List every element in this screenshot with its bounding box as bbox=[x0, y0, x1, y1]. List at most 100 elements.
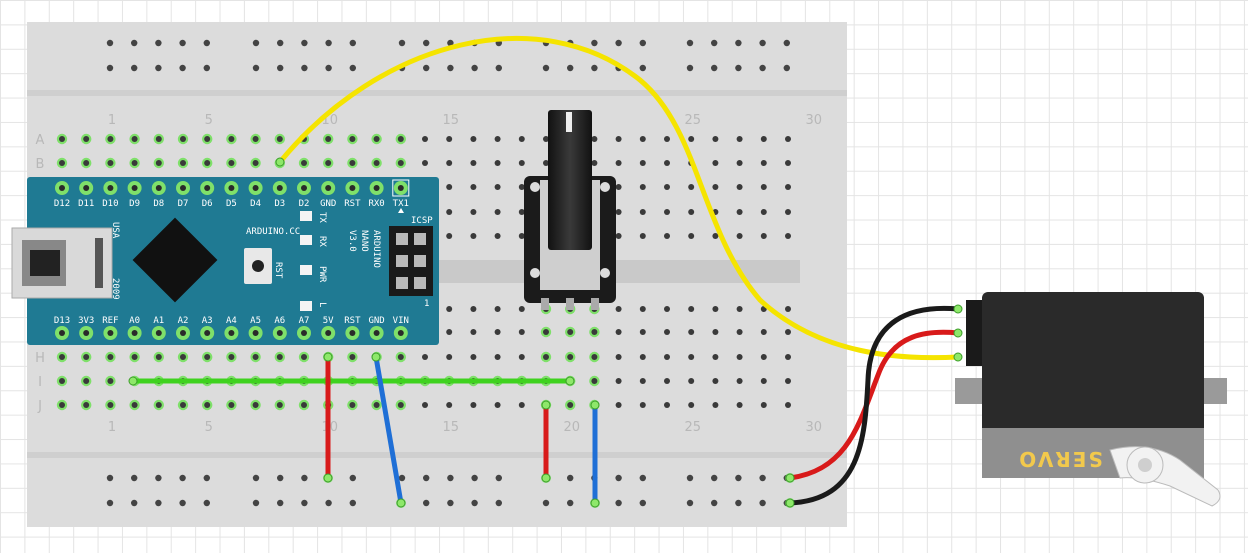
rail-hole bbox=[106, 499, 114, 507]
nano-pin-label-bottom: D13 bbox=[54, 316, 70, 326]
breadboard-hole bbox=[204, 136, 211, 142]
breadboard-hole bbox=[349, 160, 356, 166]
nano-pin-label-top: D12 bbox=[54, 199, 70, 209]
breadboard-hole bbox=[736, 184, 743, 190]
rail-hole bbox=[735, 39, 742, 47]
tx1-pin-marker bbox=[392, 179, 410, 197]
breadboard-hole bbox=[736, 354, 743, 360]
breadboard-hole bbox=[639, 233, 646, 239]
icsp-pins bbox=[396, 233, 426, 289]
rail-hole bbox=[711, 39, 718, 47]
reset-button-cap[interactable] bbox=[252, 260, 264, 272]
breadboard-hole bbox=[59, 402, 65, 408]
rail-hole bbox=[447, 474, 454, 482]
rail-hole bbox=[423, 474, 430, 482]
pot-knob-indicator bbox=[566, 112, 572, 132]
column-number-top: 1 bbox=[108, 113, 116, 128]
nano-pin-label-top: TX1 bbox=[393, 199, 409, 209]
column-number-top: 30 bbox=[806, 113, 823, 128]
wire-end bbox=[323, 473, 333, 483]
breadboard-hole bbox=[446, 136, 453, 142]
rail-hole bbox=[131, 39, 138, 47]
breadboard-hole bbox=[301, 160, 307, 166]
nano-pin-label-bottom: GND bbox=[368, 316, 384, 326]
rail-hole bbox=[759, 474, 766, 482]
servo-motor[interactable]: SERVO bbox=[955, 292, 1227, 507]
rail-hole bbox=[471, 474, 478, 482]
rail-hole bbox=[447, 499, 454, 507]
potentiometer[interactable] bbox=[524, 110, 616, 310]
pot-screw bbox=[600, 268, 610, 278]
nano-pin-hole bbox=[107, 330, 114, 336]
pot-screw bbox=[600, 182, 610, 192]
breadboard-hole bbox=[470, 354, 477, 360]
breadboard-hole bbox=[785, 209, 791, 215]
icsp-pin bbox=[396, 277, 408, 289]
servo-horn-screw bbox=[1138, 458, 1152, 472]
row-letter: H bbox=[35, 351, 45, 366]
breadboard-hole bbox=[591, 136, 598, 142]
rail-hole bbox=[615, 499, 622, 507]
nano-pin-label-top: D11 bbox=[78, 199, 94, 209]
status-led-label: TX bbox=[317, 212, 327, 223]
year-label: 2009 bbox=[110, 278, 120, 300]
breadboard-hole bbox=[760, 354, 767, 360]
rail-hole bbox=[759, 64, 766, 72]
board-name-line: ARDUINO bbox=[371, 230, 381, 268]
breadboard-hole bbox=[615, 233, 622, 239]
breadboard-hole bbox=[228, 402, 235, 408]
rail-hole bbox=[301, 64, 308, 72]
nano-pin-label-top: D5 bbox=[226, 199, 237, 209]
servo-ground-wire[interactable] bbox=[787, 305, 961, 506]
breadboard-hole bbox=[422, 136, 428, 142]
breadboard-hole bbox=[760, 136, 767, 142]
breadboard-hole bbox=[180, 160, 186, 166]
ground-wire-gnd[interactable] bbox=[373, 354, 404, 506]
column-number-bottom: 30 bbox=[806, 420, 823, 435]
signal-wire-d3-to-servo[interactable] bbox=[277, 36, 961, 361]
pot-knob[interactable] bbox=[548, 110, 592, 250]
breadboard-hole bbox=[664, 160, 670, 166]
wire-end bbox=[565, 376, 575, 386]
nano-pin-hole bbox=[131, 330, 138, 336]
breadboard-hole bbox=[83, 136, 90, 142]
wire-end bbox=[396, 498, 406, 508]
breadboard-hole bbox=[422, 160, 428, 166]
nano-pin-hole bbox=[131, 185, 138, 191]
wire-end bbox=[323, 352, 333, 362]
rail-hole bbox=[471, 64, 478, 72]
icsp-pin1-label: 1 bbox=[424, 299, 429, 309]
breadboard-hole bbox=[639, 354, 646, 360]
breadboard-hole bbox=[639, 306, 646, 312]
rail-hole bbox=[686, 39, 694, 47]
rail-hole bbox=[639, 39, 646, 47]
breadboard-hole bbox=[664, 329, 670, 335]
breadboard-hole bbox=[712, 184, 719, 190]
breadboard-hole bbox=[567, 329, 574, 335]
breadboard-hole bbox=[349, 354, 356, 360]
breadboard-hole bbox=[688, 402, 695, 408]
breadboard-hole bbox=[518, 306, 525, 312]
servo-power-wire[interactable] bbox=[787, 329, 961, 481]
nano-pin-label-bottom: A5 bbox=[250, 316, 261, 326]
rail-hole bbox=[252, 39, 260, 47]
nano-pin-hole bbox=[276, 330, 283, 336]
row-letter: I bbox=[38, 375, 42, 390]
column-number-bottom: 25 bbox=[685, 420, 702, 435]
nano-pin-hole bbox=[59, 185, 65, 191]
pot-leg bbox=[541, 298, 549, 310]
icsp-pin bbox=[396, 233, 408, 245]
rail-hole bbox=[783, 64, 790, 72]
breadboard-hole bbox=[180, 136, 186, 142]
rail-hole bbox=[759, 499, 766, 507]
nano-pin-label-bottom: 3V3 bbox=[78, 316, 94, 326]
rail-hole bbox=[301, 499, 308, 507]
nano-pin-hole bbox=[252, 330, 259, 336]
breadboard-hole bbox=[518, 233, 525, 239]
breadboard-hole bbox=[180, 402, 186, 408]
rail-hole bbox=[203, 64, 210, 72]
nano-pin-label-top: RST bbox=[344, 199, 361, 209]
